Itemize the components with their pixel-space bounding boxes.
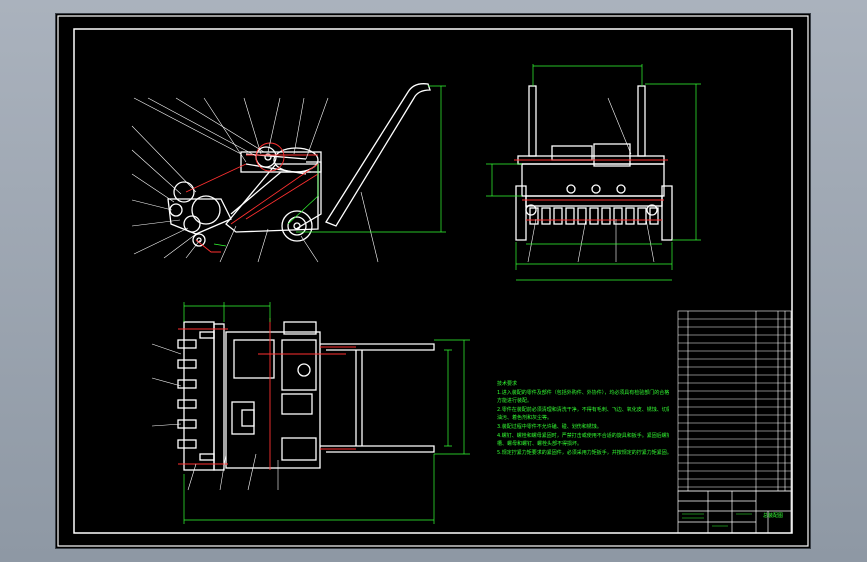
top-view-dimensions: [183, 302, 470, 524]
note-line: 4.螺钉、螺栓和螺母紧固时，严禁打击或使用不合适的旋具和扳手。紧固后螺钉: [497, 432, 669, 439]
technical-notes: 技术要求 1.进入装配的零件及部件（包括外购件、外协件），均必须具有检验部门的合…: [497, 380, 669, 457]
top-cutter-discs: [177, 331, 215, 461]
cad-drawing: [57, 15, 809, 547]
side-view-leaders: [131, 97, 379, 263]
drawing-sheet: 技术要求 1.进入装配的零件及部件（包括外购件、外协件），均必须具有检验部门的合…: [56, 14, 810, 548]
side-view: [167, 83, 431, 247]
front-view: [515, 85, 673, 241]
handle-bar: [325, 83, 431, 227]
front-view-leaders: [527, 97, 655, 263]
front-wheel: [192, 233, 206, 247]
handle-top-lower: [320, 445, 435, 453]
side-view-red-lines: [185, 142, 319, 253]
cutter-head: [173, 181, 195, 203]
side-view-dimensions: [213, 85, 446, 247]
front-view-red-lines: [514, 159, 668, 221]
right-handle-post: [637, 85, 646, 157]
front-view-dimensions: [486, 64, 701, 281]
inner-border: [73, 28, 793, 534]
note-line: 5.规定拧紧力矩要求的紧固件，必须采用力矩扳手，并按规定的拧紧力矩紧固。: [497, 449, 669, 456]
handle-cross: [355, 350, 363, 446]
left-handle-post: [528, 85, 537, 157]
rear-wheel: [281, 210, 313, 242]
engine-top-view: [281, 339, 317, 391]
note-line: 槽、螺母和螺钉、螺栓头部不得损坏。: [497, 441, 583, 448]
engine-top: [551, 145, 593, 161]
note-line: 方能进行装配。: [497, 398, 533, 405]
frame-body: [225, 163, 319, 233]
drawing-title: 总装配图: [762, 513, 783, 519]
note-line: 2.零件在装配前必须清理和清洗干净，不得有毛刺、飞边、氧化皮、锈蚀、切屑、: [497, 406, 669, 413]
handle-top-upper: [320, 343, 435, 351]
note-line: 1.进入装配的零件及部件（包括外购件、外协件），均必须具有检验部门的合格证: [497, 389, 669, 396]
title-block-green: [682, 513, 752, 527]
top-view: [177, 321, 435, 471]
pulley-left: [255, 146, 277, 168]
top-frame: [225, 331, 321, 469]
note-line: 油污、着色剂和灰尘等。: [497, 415, 553, 422]
notes-heading: 技术要求: [497, 381, 518, 387]
note-line: 3.装配过程中零件不允许磕、碰、划伤和锈蚀。: [497, 423, 602, 430]
parts-list: [677, 310, 792, 492]
top-view-leaders: [151, 343, 279, 491]
top-view-red-lines: [178, 318, 356, 470]
outer-border: [57, 15, 809, 547]
cutter-teeth: [529, 207, 659, 225]
title-block: [677, 490, 792, 534]
